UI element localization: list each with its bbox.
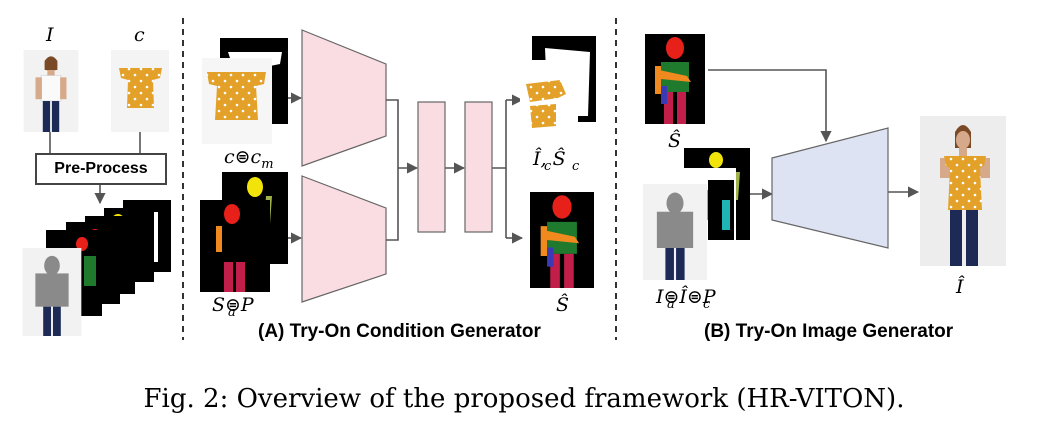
segmentation-input-b xyxy=(645,34,705,124)
feature-fusion-block-1 xyxy=(417,101,446,233)
image-gen-sub-2: c xyxy=(703,297,711,312)
input-person-image xyxy=(23,50,79,132)
final-output-label: Î xyxy=(956,276,964,298)
segmentation-output-label-a: Ŝ xyxy=(556,294,570,316)
generator-arrows xyxy=(708,69,920,200)
warped-outputs-label-text: Î, Ŝ xyxy=(533,148,566,170)
segmentation-input-label-b: Ŝ xyxy=(668,130,682,152)
arrows-into-encoders xyxy=(288,92,303,244)
person-image-label: I xyxy=(46,24,54,46)
merge-arrows xyxy=(386,94,524,244)
section-b-title: (B) Try-On Image Generator xyxy=(704,321,954,342)
figure-caption: Fig. 2: Overview of the proposed framewo… xyxy=(143,384,905,414)
generator-input-stack xyxy=(643,148,750,280)
warped-cloth-output xyxy=(520,36,596,140)
segmentation-output-a xyxy=(530,192,594,288)
image-gen-input-label-text: I⊜Î⊜P xyxy=(656,286,716,308)
image-generator xyxy=(771,127,889,249)
agnostic-seg-sub: a xyxy=(228,305,236,320)
preprocessed-stack xyxy=(22,200,171,336)
cloth-mask-label: c⊜cm xyxy=(224,146,274,172)
cloth-encoder xyxy=(301,29,387,167)
pre-process-arrows xyxy=(49,132,141,205)
final-output-image xyxy=(920,116,1006,266)
warped-sub-2: c xyxy=(572,159,580,174)
agnostic-seg-pose-label: S⊜P xyxy=(212,294,254,316)
section-a-title: (A) Try-On Condition Generator xyxy=(258,321,541,342)
warped-sub-1: c xyxy=(544,159,552,174)
pre-process-label: Pre-Process xyxy=(54,160,148,177)
pre-process-box: Pre-Process xyxy=(35,153,167,185)
cloth-mask-label-main: c⊜c xyxy=(224,146,262,168)
image-gen-sub-1: a xyxy=(667,297,675,312)
feature-fusion-block-2 xyxy=(464,101,493,233)
agnostic-seg-pose-label-text: S⊜P xyxy=(212,294,254,316)
cloth-mask-label-sub: m xyxy=(261,156,274,172)
input-cloth-image xyxy=(111,50,169,132)
cloth-input-pair xyxy=(202,38,288,144)
warped-outputs-label: Î, Ŝ xyxy=(533,148,566,170)
seg-encoder xyxy=(301,175,387,303)
image-gen-input-label: I⊜Î⊜P xyxy=(656,286,716,308)
cloth-image-label: c xyxy=(134,24,145,46)
agnostic-seg-pose-pair xyxy=(200,172,288,292)
